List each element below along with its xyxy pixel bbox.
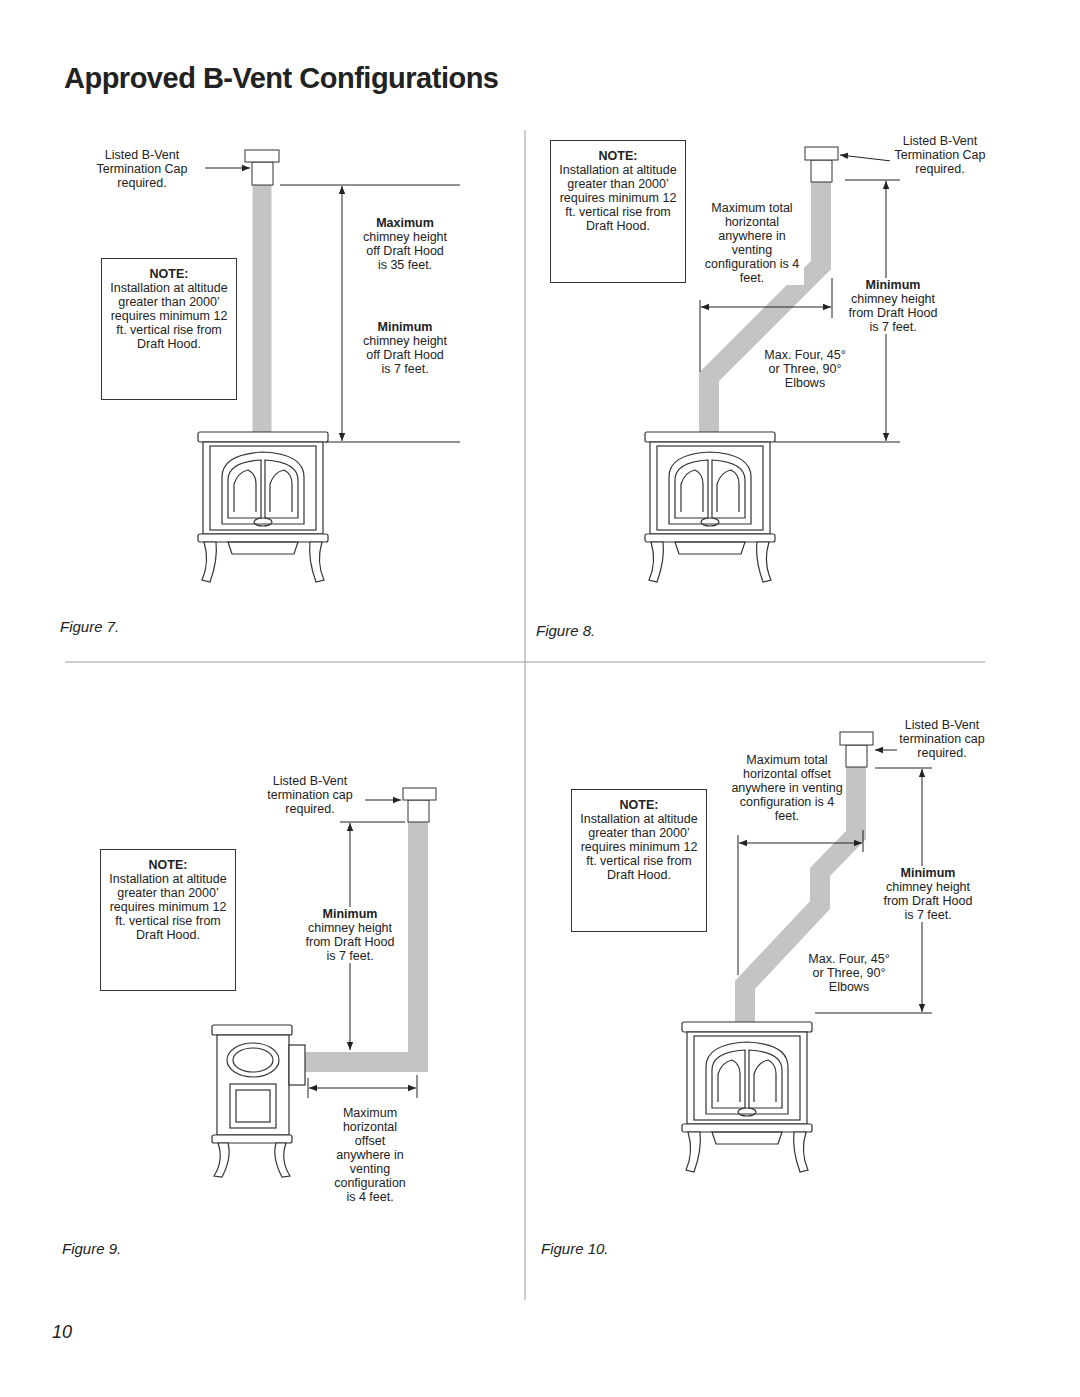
note-box: NOTE:Installation at altitude greater th… [571, 789, 707, 932]
dimension-label: chimney height from Draft Hood is 7 feet… [878, 880, 978, 922]
dimension-label: Max. Four, 45° or Three, 90° Elbows [760, 348, 850, 390]
note-heading: NOTE: [108, 267, 230, 281]
dimension-heading: Minimum [878, 866, 978, 880]
dimension-heading: Maximum [360, 216, 450, 230]
dimension-label: Max. Four, 45° or Three, 90° Elbows [804, 952, 894, 994]
dimension-label: chimney height off Draft Hood is 35 feet… [360, 230, 450, 272]
figure-caption: Figure 10. [541, 1240, 609, 1258]
dimension-label: chimney height off Draft Hood is 7 feet. [360, 334, 450, 376]
dimension-label: Maximum horizontal offset anywhere in ve… [328, 1106, 412, 1204]
note-box: NOTE:Installation at altitude greater th… [550, 140, 686, 283]
note-heading: NOTE: [557, 149, 679, 163]
side-stove [212, 1025, 305, 1177]
page-title: Approved B-Vent Configurations [64, 62, 499, 95]
dimension-label: chimney height from Draft Hood is 7 feet… [843, 292, 943, 334]
note-box: NOTE:Installation at altitude greater th… [100, 849, 236, 991]
note-box: NOTE:Installation at altitude greater th… [101, 258, 237, 400]
dimension-label: Listed B-Vent Termination Cap required. [87, 148, 197, 190]
note-text: Installation at altitude greater than 20… [557, 163, 679, 233]
dimension-label: Maximum total horizontal offset anywhere… [731, 753, 843, 823]
note-heading: NOTE: [107, 858, 229, 872]
dimension-label: Listed B-Vent termination cap required. [897, 718, 987, 760]
dimension-heading: Minimum [843, 278, 943, 292]
dimension-label: Listed B-Vent Termination Cap required. [890, 134, 990, 176]
note-text: Installation at altitude greater than 20… [108, 281, 230, 351]
dimension-label: Listed B-Vent termination cap required. [255, 774, 365, 816]
dimension-heading: Minimum [360, 320, 450, 334]
page-number: 10 [52, 1322, 72, 1342]
dimension-label: chimney height from Draft Hood is 7 feet… [300, 921, 400, 963]
figure-caption: Figure 9. [62, 1240, 121, 1258]
note-text: Installation at altitude greater than 20… [107, 872, 229, 942]
figure-caption: Figure 7. [60, 618, 119, 636]
note-text: Installation at altitude greater than 20… [578, 812, 700, 882]
figure-caption: Figure 8. [536, 622, 595, 640]
dimension-heading: Minimum [300, 907, 400, 921]
note-heading: NOTE: [578, 798, 700, 812]
dimension-label: Maximum total horizontal anywhere in ven… [700, 201, 804, 285]
